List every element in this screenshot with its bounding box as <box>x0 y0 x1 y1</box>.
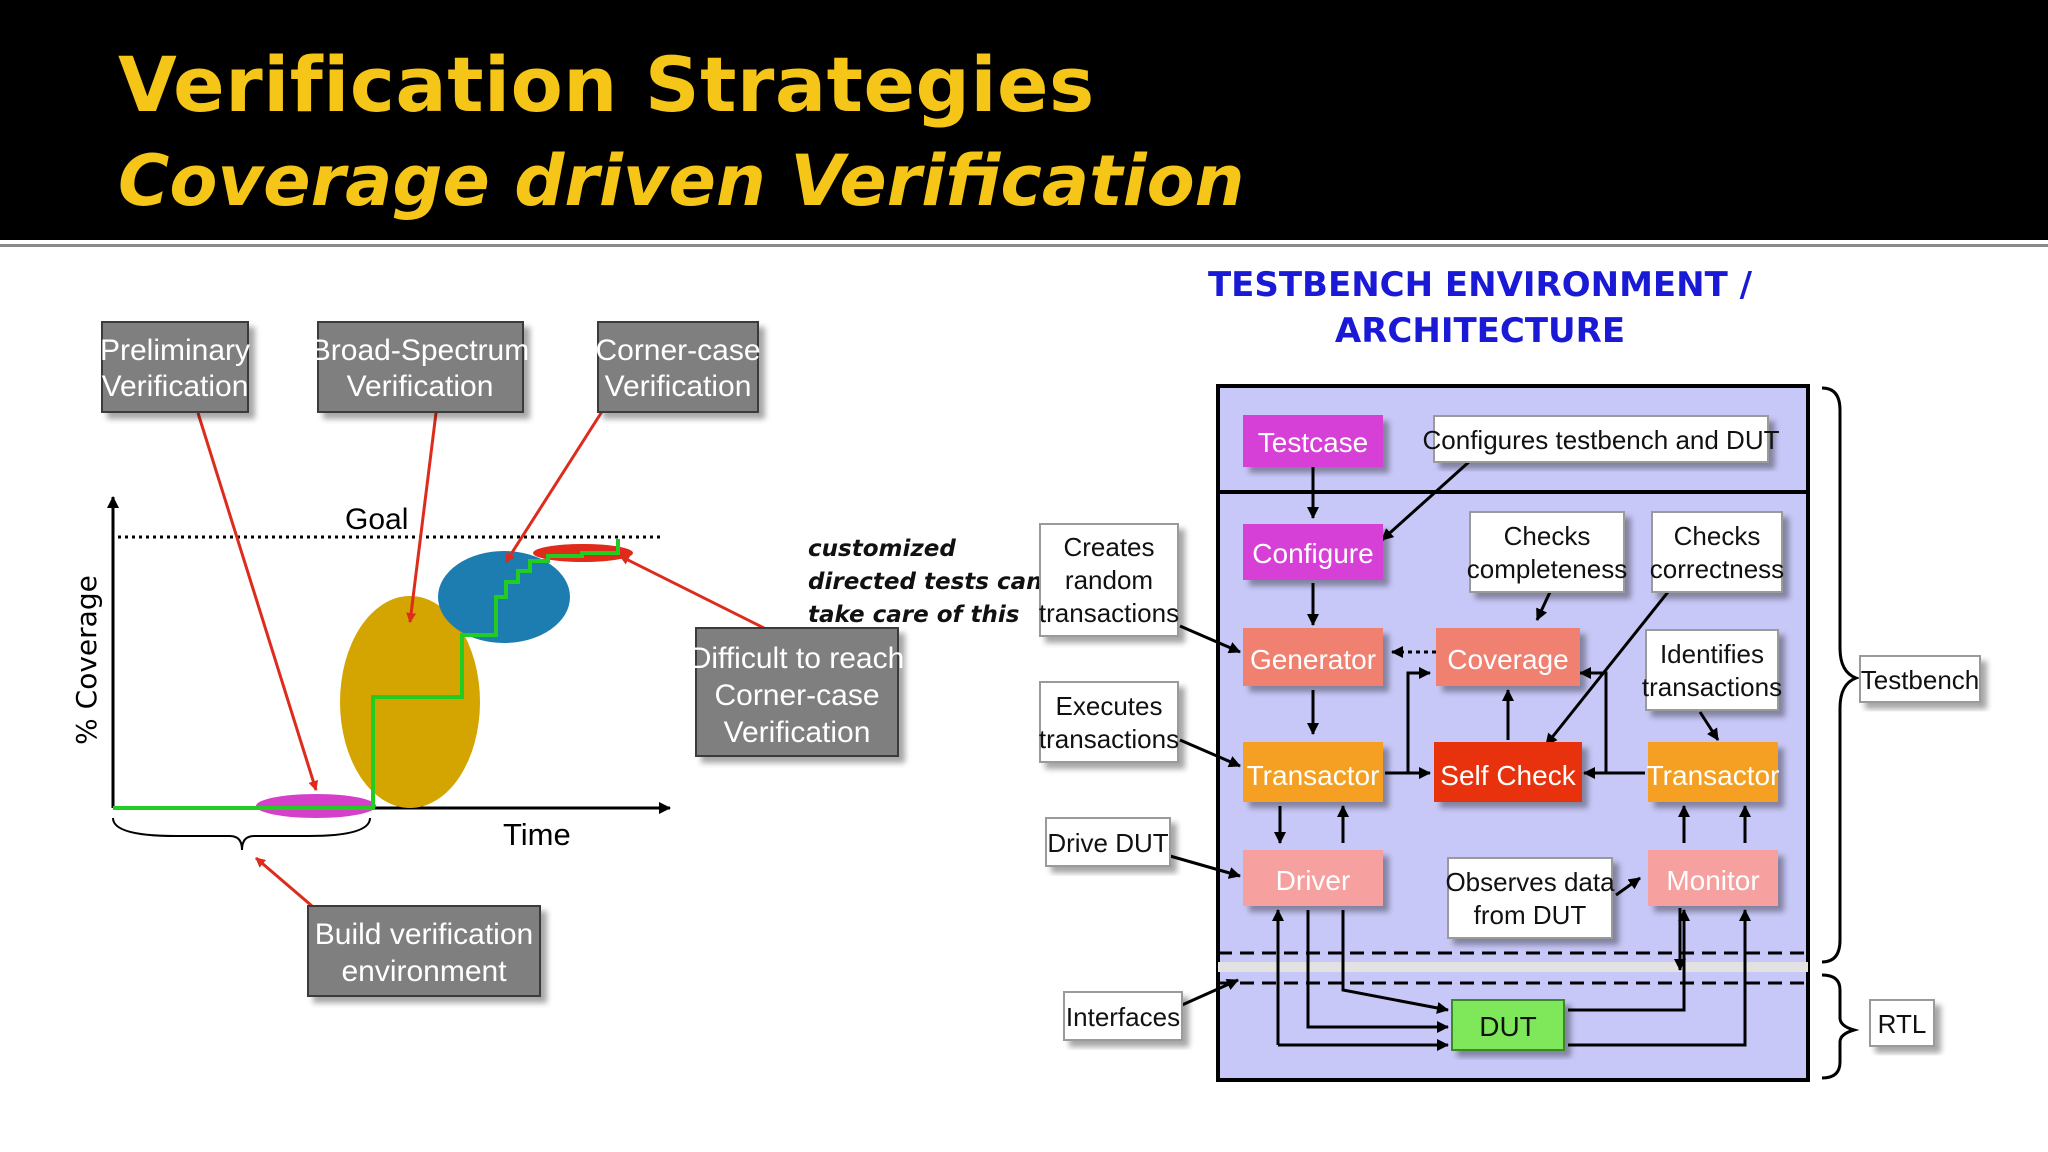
observes-note: Observes data from DUT <box>1445 857 1615 939</box>
build-phase-brace <box>112 817 371 851</box>
drive-dut-note: Drive DUT <box>1045 817 1171 867</box>
x-axis-label: Time <box>503 817 571 852</box>
difficult-box: Difficult to reach Corner-case Verificat… <box>690 627 905 757</box>
svg-text:Creates: Creates <box>1063 532 1154 562</box>
svg-text:Generator: Generator <box>1250 644 1376 675</box>
checks-correctness-note: Checks correctness <box>1650 511 1784 593</box>
svg-text:Testbench: Testbench <box>1861 665 1980 695</box>
svg-text:transactions: transactions <box>1039 598 1179 628</box>
generator-block: Generator <box>1243 628 1383 686</box>
svg-text:Checks: Checks <box>1674 521 1761 551</box>
arrow-broad <box>406 412 438 623</box>
svg-text:Observes data: Observes data <box>1445 867 1615 897</box>
driver-block: Driver <box>1243 850 1383 906</box>
self-check-block: Self Check <box>1434 742 1582 802</box>
svg-text:Driver: Driver <box>1276 865 1351 896</box>
testbench-brace <box>1821 386 1861 964</box>
y-axis-label: % Coverage <box>70 575 103 745</box>
svg-text:take care of this: take care of this <box>808 602 1019 628</box>
arrow-corner <box>504 409 605 563</box>
svg-text:Checks: Checks <box>1504 521 1591 551</box>
monitor-block: Monitor <box>1648 850 1778 906</box>
svg-text:Configure: Configure <box>1252 538 1373 569</box>
svg-text:random: random <box>1065 565 1153 595</box>
svg-text:Self Check: Self Check <box>1440 760 1576 791</box>
svg-text:Broad-Spectrum: Broad-Spectrum <box>311 334 529 367</box>
svg-text:transactions: transactions <box>1039 724 1179 754</box>
testbench-side-label: Testbench <box>1859 655 1981 703</box>
arrow-preliminary <box>196 412 319 791</box>
directed-tests-note: customized directed tests can take care … <box>808 536 1043 628</box>
svg-text:Corner-case: Corner-case <box>714 679 879 712</box>
svg-text:Preliminary: Preliminary <box>100 334 250 367</box>
svg-text:Verification: Verification <box>605 370 752 403</box>
configure-block: Configure <box>1243 524 1383 580</box>
testbench-diagram: Testcase Configure Generator Coverage Tr… <box>1039 384 1981 1082</box>
svg-text:directed tests can: directed tests can <box>808 569 1043 595</box>
svg-text:Monitor: Monitor <box>1666 865 1759 896</box>
svg-text:from DUT: from DUT <box>1474 900 1587 930</box>
svg-text:environment: environment <box>341 955 507 988</box>
slide-title: Verification Strategies <box>118 40 1095 129</box>
svg-text:Configures testbench and DUT: Configures testbench and DUT <box>1423 425 1780 455</box>
svg-text:Identifies: Identifies <box>1660 639 1764 669</box>
svg-text:correctness: correctness <box>1650 554 1784 584</box>
svg-text:Executes: Executes <box>1056 691 1163 721</box>
svg-text:Corner-case: Corner-case <box>595 334 760 367</box>
executes-note: Executes transactions <box>1039 681 1179 763</box>
svg-text:Verification: Verification <box>724 716 871 749</box>
svg-text:DUT: DUT <box>1479 1011 1537 1042</box>
svg-text:completeness: completeness <box>1467 554 1627 584</box>
slide-subtitle: Coverage driven Verification <box>118 140 1245 222</box>
creates-note: Creates random transactions <box>1039 523 1179 637</box>
preliminary-box: Preliminary Verification <box>100 321 250 413</box>
rtl-brace <box>1821 973 1860 1080</box>
dut-block: DUT <box>1451 999 1565 1051</box>
testcase-block: Testcase <box>1243 415 1383 467</box>
rtl-side-label: RTL <box>1869 999 1935 1047</box>
coverage-curve <box>113 539 620 810</box>
header-rule <box>0 244 2048 247</box>
checks-completeness-note: Checks completeness <box>1467 511 1627 593</box>
svg-text:Testcase: Testcase <box>1258 427 1369 458</box>
svg-text:RTL: RTL <box>1878 1009 1927 1039</box>
goal-label: Goal <box>345 503 408 536</box>
arrow-build <box>255 856 313 908</box>
transactor-left-block: Transactor <box>1243 742 1383 802</box>
testbench-heading: TESTBENCH ENVIRONMENT / ARCHITECTURE <box>1160 262 1800 354</box>
configures-note: Configures testbench and DUT <box>1423 415 1780 463</box>
svg-text:Transactor: Transactor <box>1647 760 1780 791</box>
svg-text:Build verification: Build verification <box>315 918 533 951</box>
svg-text:Transactor: Transactor <box>1247 760 1380 791</box>
arrow-difficult <box>619 554 765 630</box>
identifies-note: Identifies transactions <box>1642 629 1782 711</box>
testbench-heading-line2: ARCHITECTURE <box>1334 311 1626 351</box>
coverage-block: Coverage <box>1436 628 1580 686</box>
interface-band <box>1218 962 1808 972</box>
broad-spectrum-box: Broad-Spectrum Verification <box>311 321 529 413</box>
corner-case-box: Corner-case Verification <box>595 321 761 413</box>
build-environment-box: Build verification environment <box>307 905 541 997</box>
svg-text:Interfaces: Interfaces <box>1066 1002 1180 1032</box>
svg-text:Difficult to reach: Difficult to reach <box>690 642 905 675</box>
testbench-heading-line1: TESTBENCH ENVIRONMENT / <box>1207 265 1753 305</box>
svg-text:Verification: Verification <box>102 370 249 403</box>
header-band <box>0 0 2048 240</box>
svg-text:transactions: transactions <box>1642 672 1782 702</box>
svg-text:Verification: Verification <box>347 370 494 403</box>
coverage-chart: Goal Time % Coverage Preliminary Verific… <box>70 321 1043 997</box>
transactor-right-block: Transactor <box>1647 742 1780 802</box>
svg-text:Coverage: Coverage <box>1447 644 1568 675</box>
interfaces-note: Interfaces <box>1063 991 1183 1041</box>
svg-text:Drive DUT: Drive DUT <box>1047 828 1168 858</box>
svg-text:customized: customized <box>808 536 956 562</box>
